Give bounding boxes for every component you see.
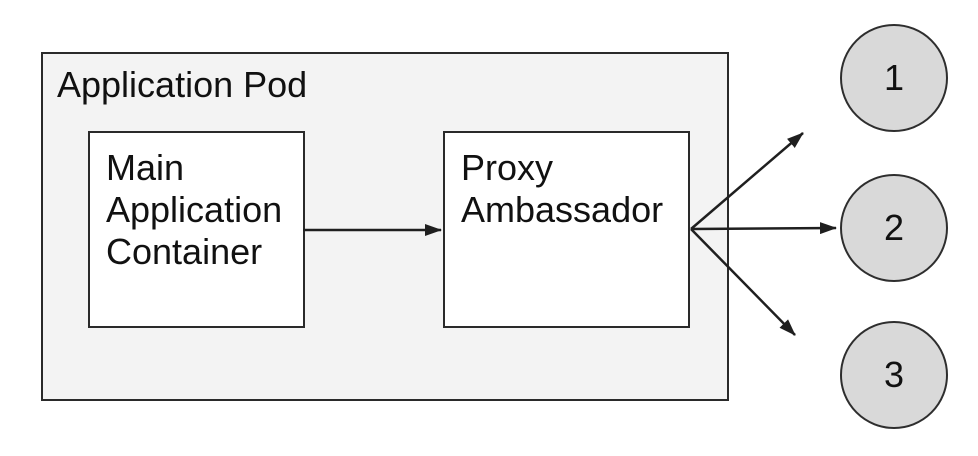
application-pod-label: Application Pod — [57, 64, 308, 105]
endpoint-2-label: 2 — [883, 207, 905, 248]
proxy-ambassador-label: Proxy Ambassador — [461, 147, 664, 230]
node-endpoint-2: 2 — [840, 174, 948, 282]
node-main-application-container: Main Application Container — [88, 131, 305, 328]
main-application-container-label: Main Application Container — [106, 147, 283, 272]
endpoint-1-label: 1 — [883, 57, 905, 98]
node-endpoint-3: 3 — [840, 321, 948, 429]
node-endpoint-1: 1 — [840, 24, 948, 132]
endpoint-3-label: 3 — [883, 354, 905, 395]
node-proxy-ambassador: Proxy Ambassador — [443, 131, 690, 328]
